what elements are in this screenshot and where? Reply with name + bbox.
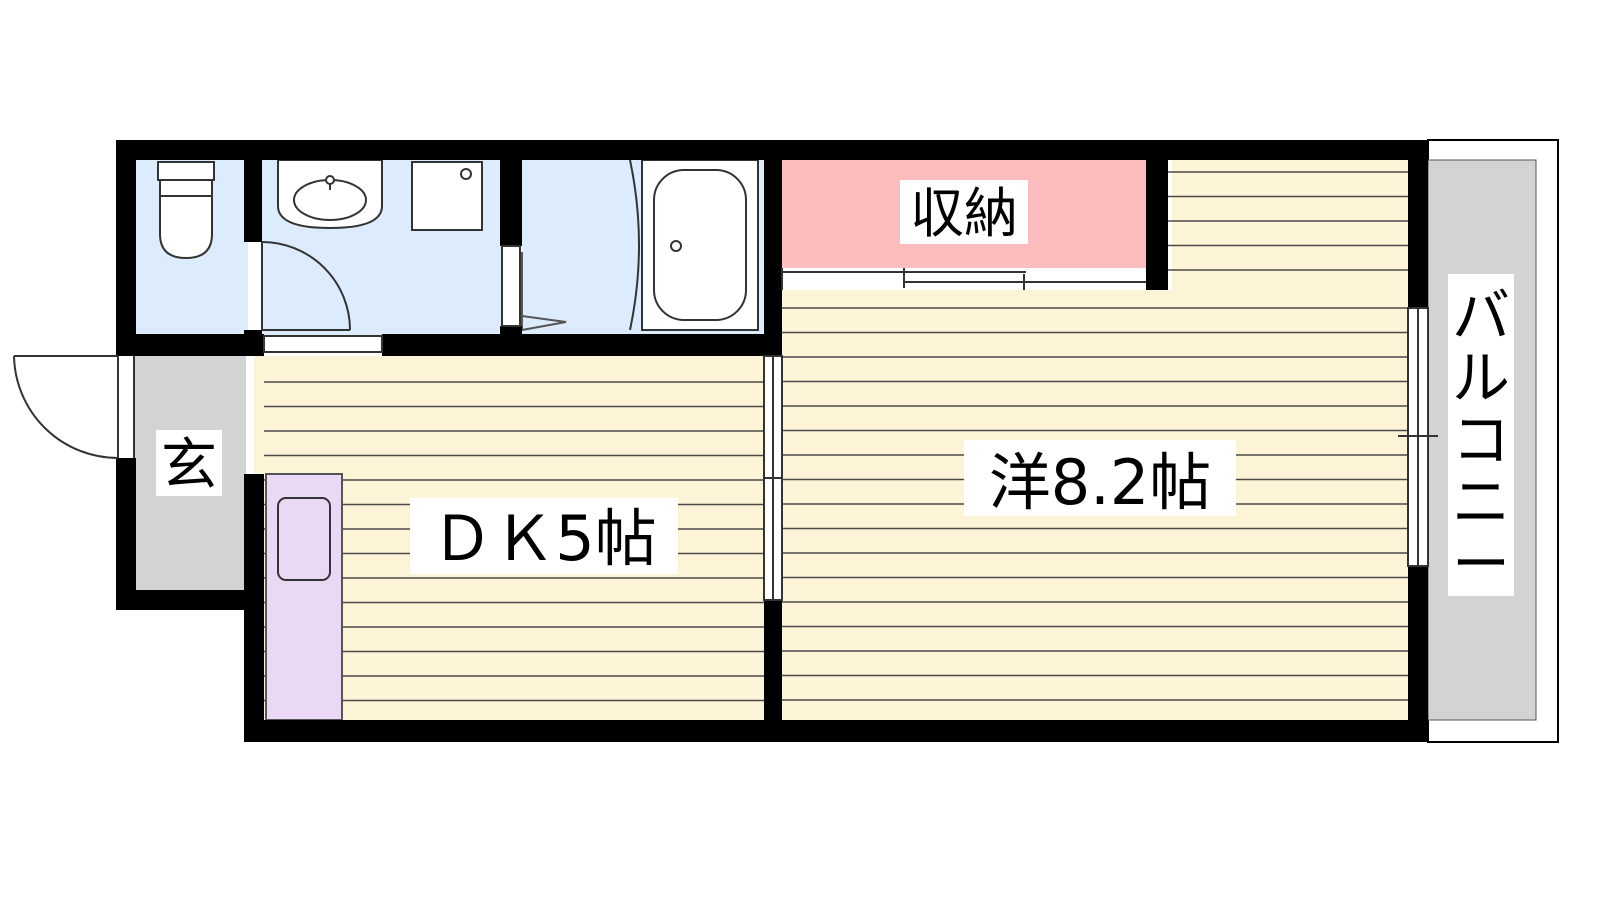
washing-machine-space-icon bbox=[411, 161, 483, 231]
balcony-label-char: ル bbox=[1452, 344, 1510, 412]
walls bbox=[116, 140, 1428, 742]
western-label-bg bbox=[964, 440, 1236, 516]
entrance-label-bg bbox=[156, 430, 222, 496]
sliding-door-dk-western bbox=[763, 355, 783, 601]
entrance-door bbox=[13, 355, 135, 459]
storage-label: 収納 bbox=[910, 182, 1018, 245]
entrance-label: 玄 bbox=[161, 433, 217, 498]
dk-label-bg bbox=[410, 498, 678, 574]
sink-icon bbox=[277, 497, 331, 581]
balcony-label-char: コ bbox=[1452, 406, 1510, 474]
dk-label: ＤＫ5帖 bbox=[431, 502, 656, 575]
balcony-label-char: ニ bbox=[1452, 468, 1510, 536]
washroom-doorway bbox=[263, 335, 383, 353]
balcony-label-char: ー bbox=[1452, 530, 1510, 598]
balcony-label-char: バ bbox=[1452, 282, 1510, 350]
storage-label-bg bbox=[900, 180, 1028, 244]
balcony-label-bg bbox=[1448, 274, 1514, 596]
bath-doorway bbox=[501, 245, 521, 327]
bath-folding-door bbox=[521, 315, 567, 331]
balcony-window bbox=[1398, 307, 1438, 567]
bathtub-icon bbox=[629, 159, 759, 331]
balcony-label: バルコニー bbox=[1452, 282, 1510, 598]
toilet-icon bbox=[157, 161, 215, 260]
washbasin-icon bbox=[277, 159, 383, 230]
storage-sliding-door bbox=[781, 268, 1146, 290]
toilet-door bbox=[261, 241, 351, 331]
western-room-label: 洋8.2帖 bbox=[989, 446, 1212, 519]
